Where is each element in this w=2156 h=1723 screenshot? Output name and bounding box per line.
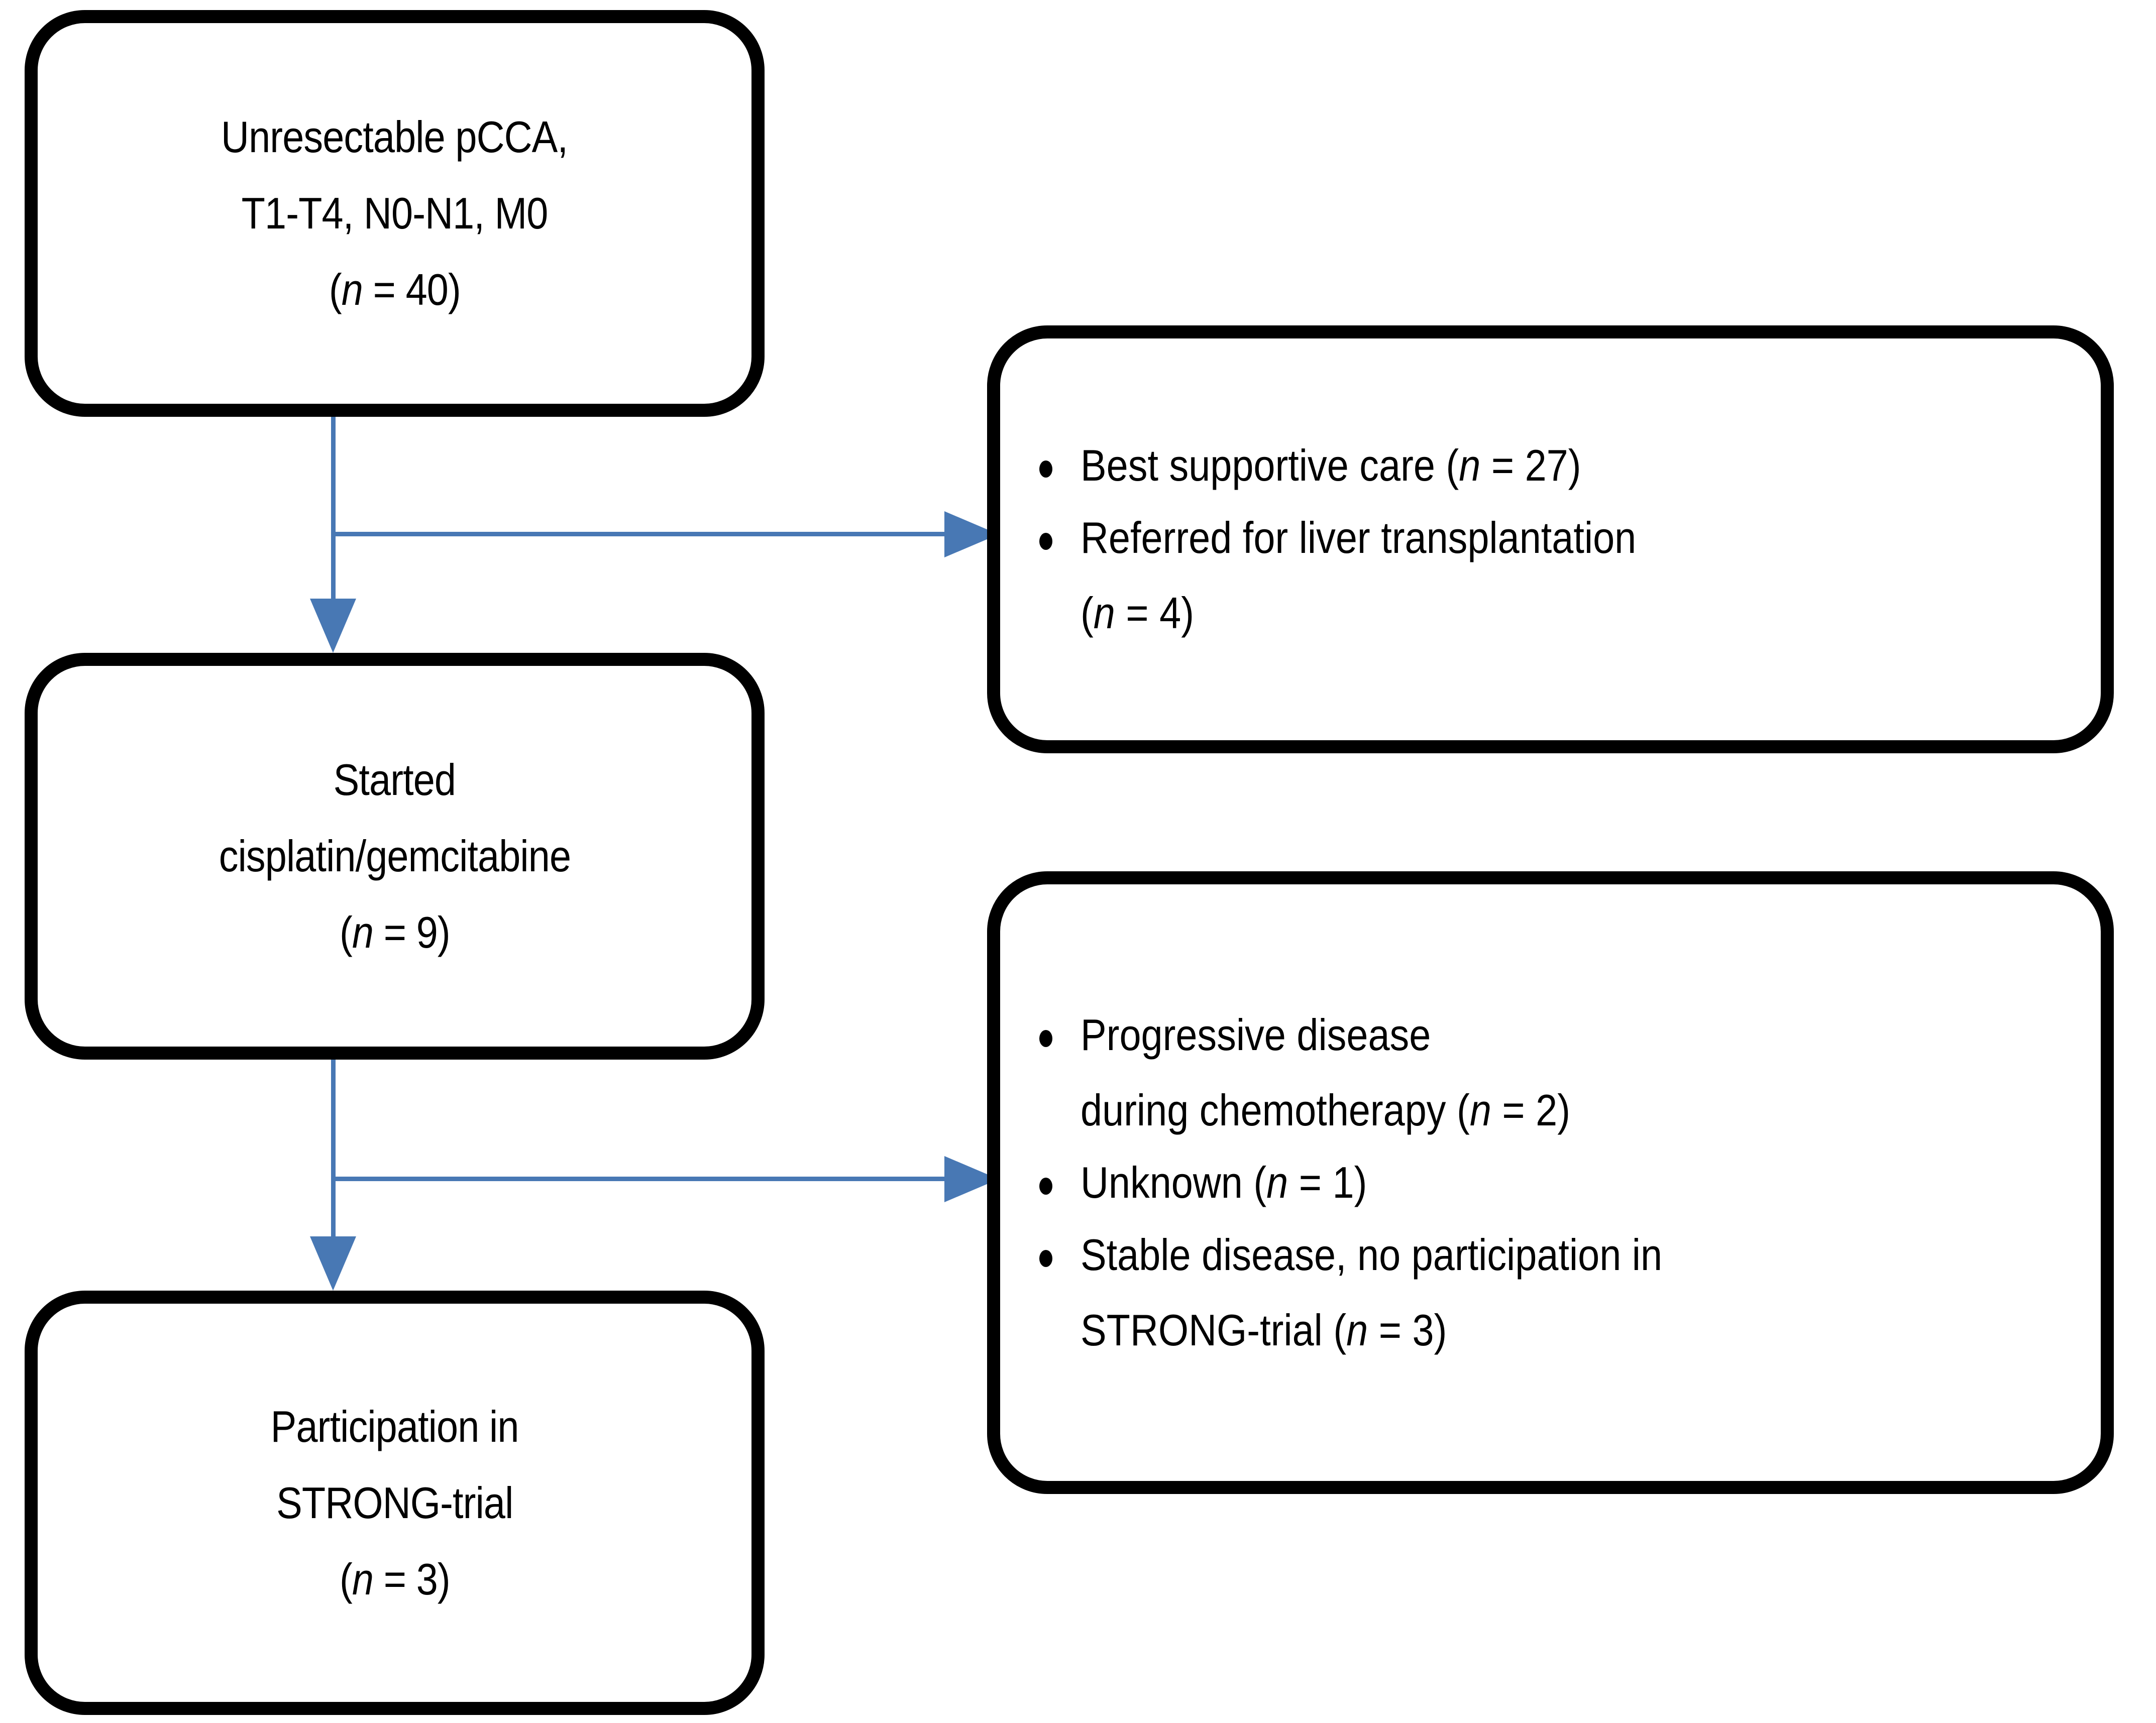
exclusion-5-count-symbol: n (1346, 1305, 1368, 1355)
cohort-line-2: T1-T4, N0-N1, M0 (241, 188, 549, 238)
cohort-count-value: 40 (405, 265, 448, 314)
node-started-chemotherapy: Started cisplatin/gemcitabine (n = 9) (25, 653, 765, 1060)
cohort-count: (n = 40) (329, 265, 461, 314)
chemo-count-suffix: ) (437, 907, 451, 957)
exclusion-1-count-symbol: n (1459, 440, 1481, 490)
exclusions-second-list: Progressive disease during chemotherapy … (1000, 1013, 2101, 1352)
chemo-count-value: 9 (416, 907, 438, 957)
exclusion-4-line-1: Unknown (n = 1) (1081, 1161, 1978, 1205)
connector-cohort-vertical (331, 417, 336, 625)
cohort-count-prefix: ( (329, 265, 342, 314)
participation-line-1: Participation in (270, 1401, 519, 1451)
cohort-count-equals: = (362, 265, 406, 314)
exclusion-2-text: Referred for liver transplantation (1081, 513, 1637, 562)
exclusions-first-list: Best supportive care (n = 27) Referred f… (1000, 443, 2101, 635)
exclusion-1-count-value: 27 (1525, 440, 1568, 490)
bullet-icon (1039, 1178, 1052, 1195)
connector-cohort-branch-horizontal (331, 532, 963, 536)
exclusion-3-count-value: 2 (1536, 1085, 1558, 1135)
node-exclusions-after-diagnosis: Best supportive care (n = 27) Referred f… (987, 325, 2114, 753)
exclusion-5-line-2: STRONG-trial (n = 3) (1081, 1308, 1978, 1352)
exclusion-5-line-1: Stable disease, no participation in (1081, 1230, 1663, 1280)
exclusion-2-count-value: 4 (1159, 588, 1181, 638)
exclusion-1-text: Best supportive care (n = 27) (1081, 443, 1978, 488)
arrow-cohort-to-chemo (310, 599, 356, 653)
exclusion-1-label: Best supportive care ( (1081, 440, 1459, 490)
node-exclusions-after-chemotherapy: Progressive disease during chemotherapy … (987, 871, 2114, 1494)
chemo-line-1: Started (333, 755, 456, 805)
exclusion-3-count-equals: = (1491, 1085, 1536, 1135)
exclusion-1-count-suffix: ) (1568, 440, 1581, 490)
connector-chemo-branch-horizontal (331, 1177, 963, 1181)
participation-line-2: STRONG-trial (276, 1477, 513, 1528)
list-item: Referred for liver transplantation (n = … (1000, 516, 2101, 635)
bullet-icon (1039, 1030, 1052, 1047)
connector-chemo-vertical (331, 1060, 336, 1263)
exclusion-4-count-value: 1 (1332, 1158, 1354, 1207)
exclusion-2-count-symbol: n (1093, 588, 1115, 638)
list-item: Unknown (n = 1) (1000, 1161, 2101, 1205)
exclusion-1-count-equals: = (1480, 440, 1525, 490)
exclusion-5-count-value: 3 (1412, 1305, 1434, 1355)
participation-count-equals: = (373, 1554, 416, 1604)
node-unresectable-pcca-cohort: Unresectable pCCA, T1-T4, N0-N1, M0 (n =… (25, 10, 765, 417)
chemo-line-2: cisplatin/gemcitabine (219, 831, 571, 881)
chemo-count-prefix: ( (339, 907, 353, 957)
list-item: Stable disease, no participation in STRO… (1000, 1233, 2101, 1352)
exclusion-3-label-2: during chemotherapy ( (1081, 1085, 1470, 1135)
bullet-icon (1039, 1250, 1052, 1267)
exclusion-4-count-symbol: n (1266, 1158, 1288, 1207)
exclusion-5-count-equals: = (1368, 1305, 1413, 1355)
exclusion-3-count-symbol: n (1469, 1085, 1491, 1135)
participation-count: (n = 3) (339, 1554, 451, 1604)
arrow-chemo-to-participation (310, 1236, 356, 1291)
exclusion-3-count-suffix: ) (1557, 1085, 1571, 1135)
exclusion-3-line-1: Progressive disease (1081, 1010, 1431, 1060)
exclusion-3-line-2: during chemotherapy (n = 2) (1081, 1088, 1978, 1132)
exclusion-5-count-suffix: ) (1434, 1305, 1447, 1355)
participation-count-symbol: n (352, 1554, 373, 1604)
exclusion-2-count-suffix: ) (1181, 588, 1195, 638)
bullet-icon (1039, 461, 1052, 478)
chemo-count: (n = 9) (339, 907, 451, 957)
exclusion-5-label-2: STRONG-trial ( (1081, 1305, 1347, 1355)
list-item: Best supportive care (n = 27) (1000, 443, 2101, 488)
cohort-count-symbol: n (341, 265, 363, 314)
cohort-count-suffix: ) (448, 265, 461, 314)
exclusion-4-label: Unknown ( (1081, 1158, 1267, 1207)
cohort-line-1: Unresectable pCCA, (221, 112, 568, 162)
exclusion-2-count-prefix: ( (1081, 588, 1094, 638)
node-participation-strong-trial: Participation in STRONG-trial (n = 3) (25, 1291, 765, 1715)
list-item: Progressive disease during chemotherapy … (1000, 1013, 2101, 1132)
exclusion-4-count-equals: = (1288, 1158, 1333, 1207)
participation-count-suffix: ) (437, 1554, 451, 1604)
exclusion-2-count: (n = 4) (1081, 591, 1978, 635)
chemo-count-equals: = (373, 907, 416, 957)
exclusion-2-count-equals: = (1115, 588, 1160, 638)
chemo-count-symbol: n (352, 907, 373, 957)
participation-count-prefix: ( (339, 1554, 353, 1604)
bullet-icon (1039, 533, 1052, 550)
participation-count-value: 3 (416, 1554, 438, 1604)
exclusion-4-count-suffix: ) (1354, 1158, 1367, 1207)
